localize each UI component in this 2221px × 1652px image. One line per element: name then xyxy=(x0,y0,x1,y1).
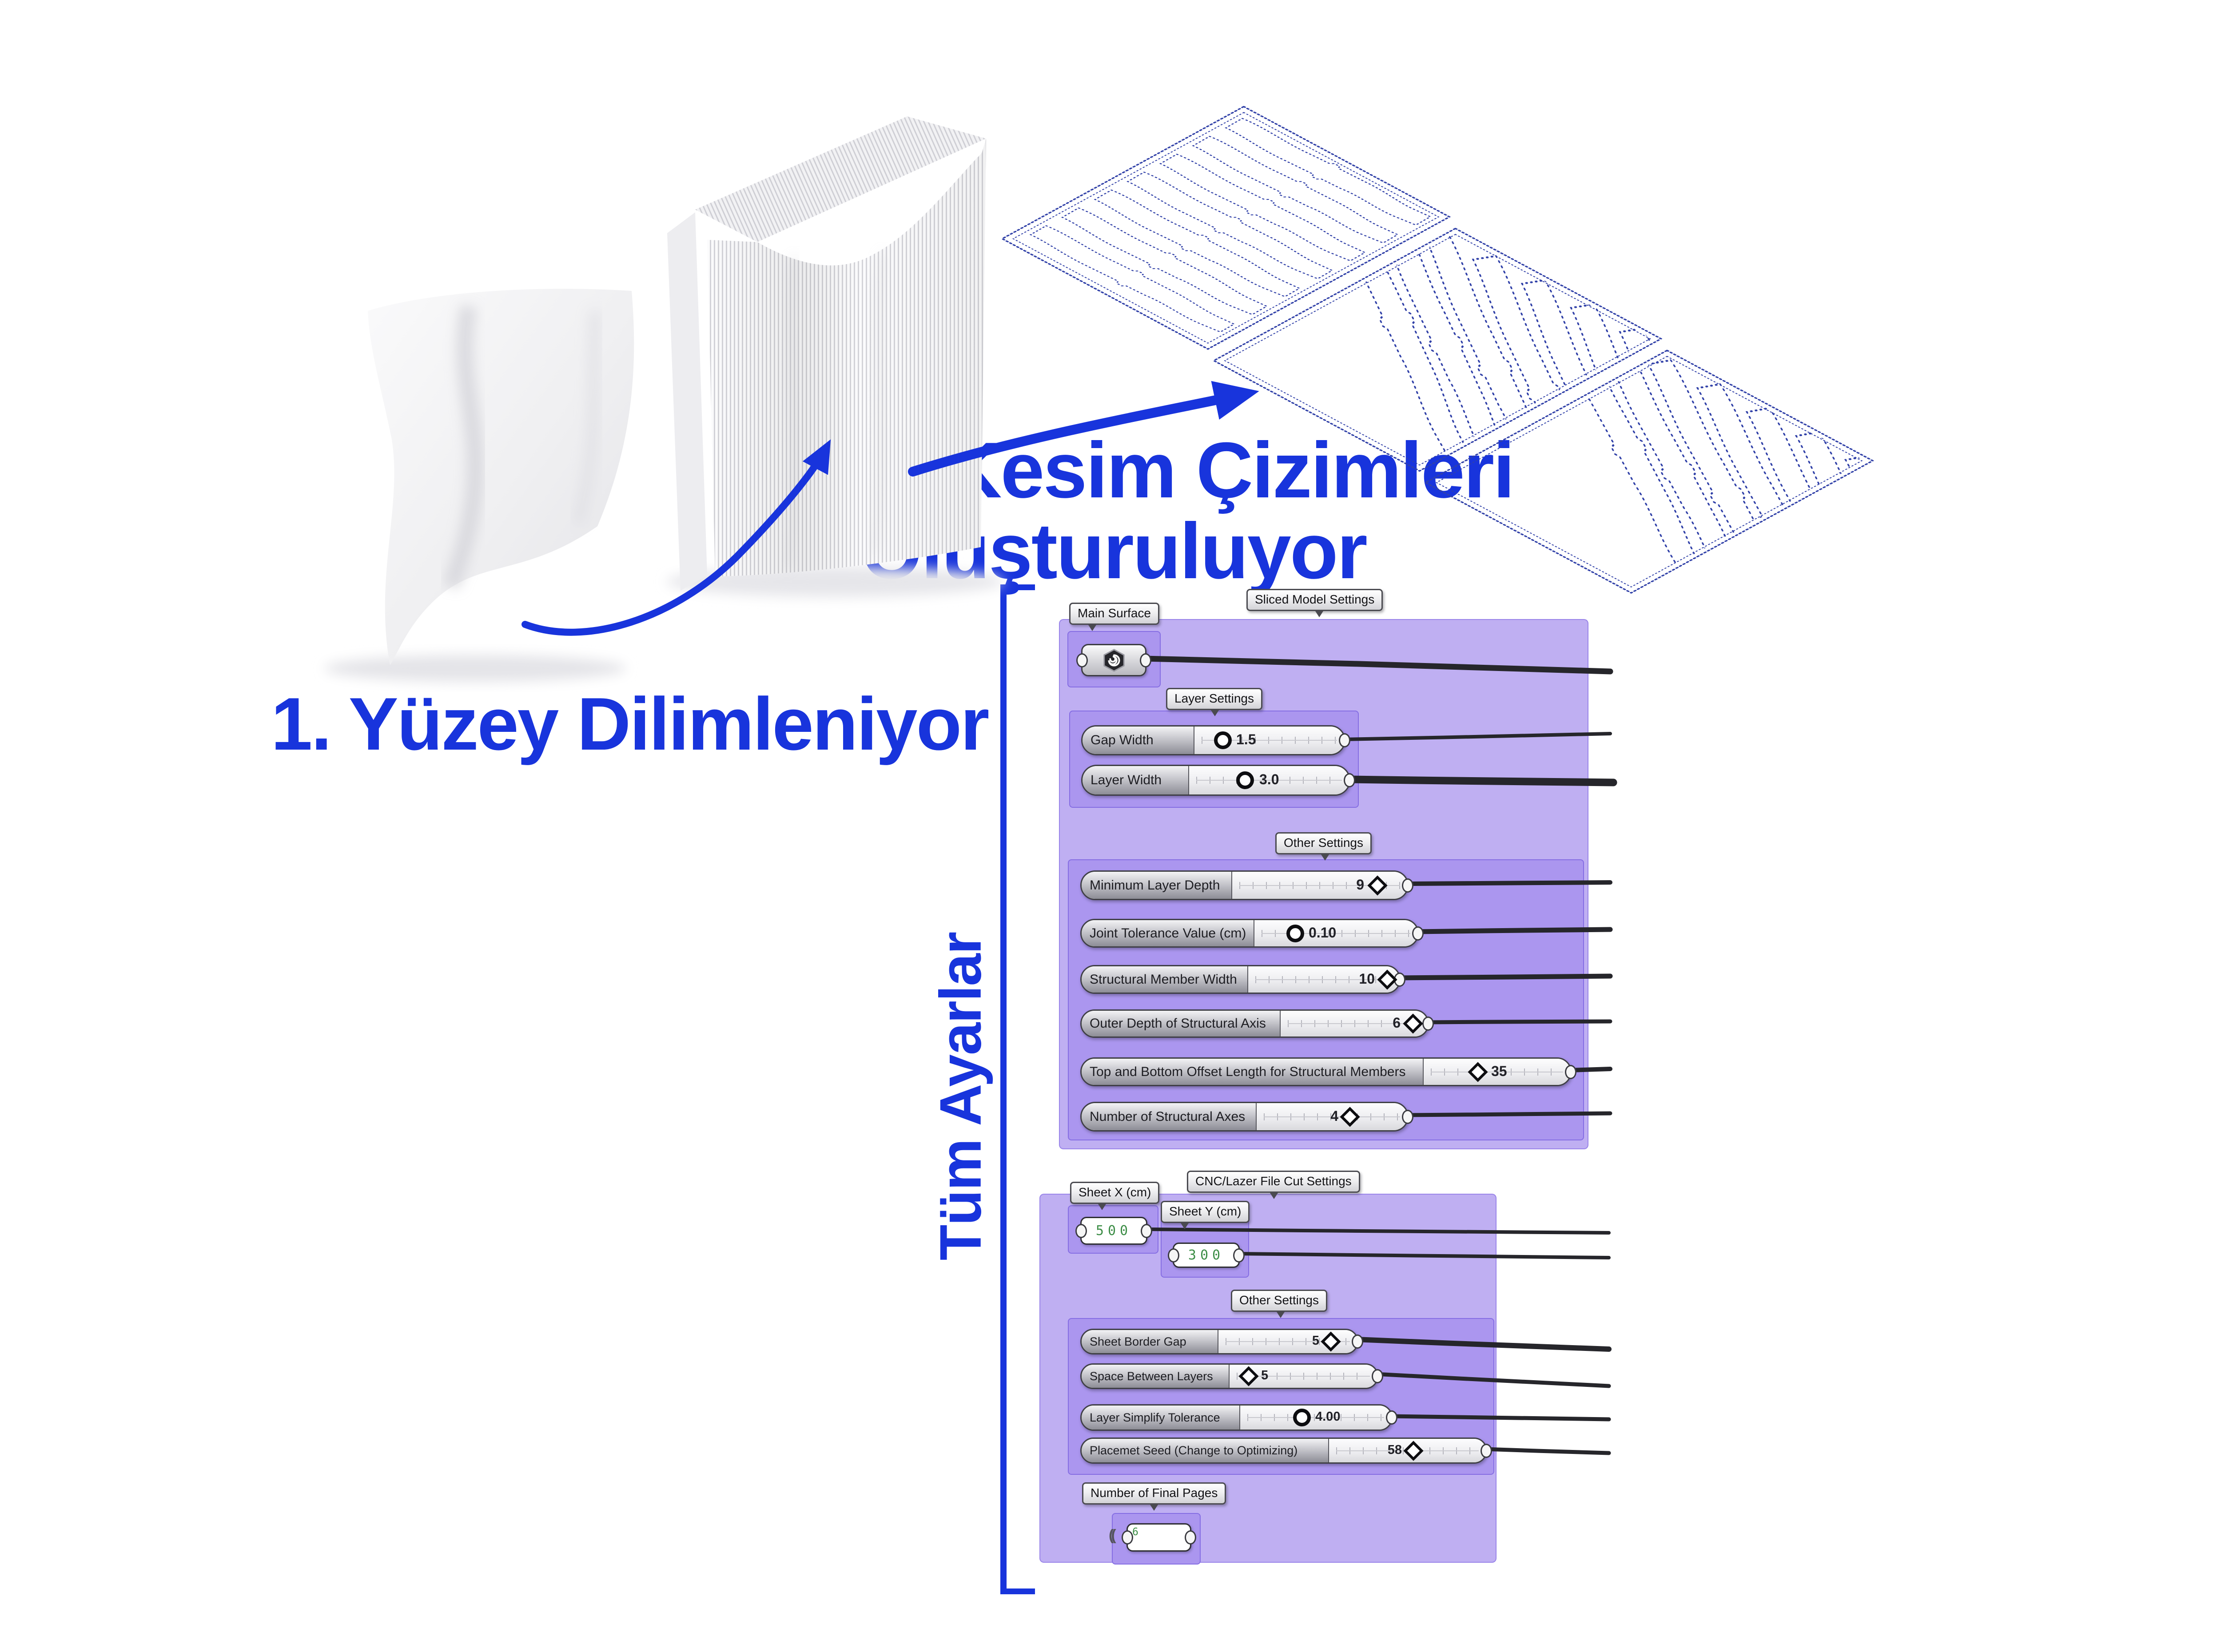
tag-number-of-final-pages: Number of Final Pages xyxy=(1082,1482,1226,1511)
main-surface-param[interactable] xyxy=(1076,644,1151,676)
slider-number-of-structural-axes[interactable]: Number of Structural Axes 4 xyxy=(1080,1102,1413,1132)
slider-knob[interactable] xyxy=(1321,1331,1341,1352)
slider-knob[interactable] xyxy=(1403,1013,1423,1034)
slider-placement-seed[interactable]: Placemet Seed (Change to Optimizing) 58 xyxy=(1080,1438,1492,1464)
slider-top-bottom-offset-length[interactable]: Top and Bottom Offset Length for Structu… xyxy=(1080,1057,1576,1086)
slider-gap-width[interactable]: Gap Width 1.5 xyxy=(1081,725,1350,755)
panel-sheet-x[interactable]: 500 xyxy=(1075,1217,1152,1245)
slider-knob[interactable] xyxy=(1377,969,1397,990)
output-grip xyxy=(1185,1530,1196,1545)
slider-space-between-layers[interactable]: Space Between Layers 5 xyxy=(1080,1363,1383,1389)
slider-knob[interactable] xyxy=(1367,875,1388,896)
output-grip xyxy=(1372,1369,1383,1383)
tag-other-settings-2: Other Settings xyxy=(1231,1290,1327,1318)
slider-structural-member-width[interactable]: Structural Member Width 10 xyxy=(1080,965,1405,994)
output-grip xyxy=(1233,1248,1245,1263)
slider-knob[interactable] xyxy=(1293,1409,1311,1426)
output-grip xyxy=(1141,1223,1152,1238)
slider-knob[interactable] xyxy=(1340,1106,1360,1127)
slider-layer-simplify-tolerance[interactable]: Layer Simplify Tolerance 4.00 xyxy=(1080,1404,1397,1431)
slider-knob[interactable] xyxy=(1468,1061,1488,1082)
slider-knob[interactable] xyxy=(1403,1440,1424,1461)
output-grip xyxy=(1402,878,1413,893)
tag-other-settings-1: Other Settings xyxy=(1275,832,1372,861)
heading-step2-line1: 2. Kesim Çizimleri xyxy=(861,426,1515,514)
panel-sheet-y[interactable]: 300 xyxy=(1168,1243,1245,1268)
panel-final-pages[interactable]: 6 xyxy=(1122,1523,1196,1552)
output-grip xyxy=(1402,1109,1413,1124)
input-grip xyxy=(1122,1530,1133,1545)
tag-sheet-y: Sheet Y (cm) xyxy=(1161,1201,1250,1229)
slider-knob[interactable] xyxy=(1238,1366,1259,1386)
input-grip xyxy=(1168,1248,1179,1263)
tag-cnc-file-cut-settings: CNC/Lazer File Cut Settings xyxy=(1187,1171,1360,1199)
slider-minimum-layer-depth[interactable]: Minimum Layer Depth 9 xyxy=(1080,870,1413,900)
output-grip xyxy=(1339,733,1350,747)
settings-bracket xyxy=(1000,584,1035,1594)
output-grip xyxy=(1344,773,1355,787)
output-grip xyxy=(1352,1334,1363,1349)
tag-main-surface: Main Surface xyxy=(1069,603,1159,631)
settings-bracket-label: Tüm Ayarlar xyxy=(927,932,993,1261)
slider-knob[interactable] xyxy=(1214,731,1232,749)
surface-spiral-icon xyxy=(1103,648,1125,672)
output-grip xyxy=(1140,653,1151,667)
output-grip xyxy=(1386,1410,1397,1425)
input-grip xyxy=(1076,653,1088,667)
heading-step2: 2. Kesim Çizimleri Oluşturuluyor xyxy=(861,426,1515,595)
tag-sliced-model-settings: Sliced Model Settings xyxy=(1246,589,1383,617)
heading-step1: 1. Yüzey Dilimleniyor xyxy=(271,682,990,766)
output-grip xyxy=(1422,1017,1434,1031)
heading-step2-line2: Oluşturuluyor xyxy=(861,506,1368,595)
tag-layer-settings: Layer Settings xyxy=(1166,688,1262,716)
slider-joint-tolerance-value[interactable]: Joint Tolerance Value (cm) 0.10 xyxy=(1080,919,1424,948)
arrow-to-step2 xyxy=(521,439,831,636)
group-other-settings-1 xyxy=(1068,859,1584,1140)
slider-sheet-border-gap[interactable]: Sheet Border Gap 5 xyxy=(1080,1329,1363,1354)
slider-layer-width[interactable]: Layer Width 3.0 xyxy=(1081,765,1355,796)
slider-knob[interactable] xyxy=(1236,771,1254,789)
tag-sheet-x: Sheet X (cm) xyxy=(1070,1182,1160,1210)
wire-placement-seed xyxy=(1482,1447,1611,1455)
output-grip xyxy=(1412,926,1424,941)
input-grip xyxy=(1075,1223,1087,1238)
slider-knob[interactable] xyxy=(1286,924,1304,942)
wireless-input-icon: (( xyxy=(1109,1527,1116,1544)
output-grip xyxy=(1481,1443,1492,1458)
surface-smooth-render xyxy=(324,289,634,682)
output-grip xyxy=(1565,1064,1576,1079)
slider-outer-depth-structural-axis[interactable]: Outer Depth of Structural Axis 6 xyxy=(1080,1009,1434,1038)
